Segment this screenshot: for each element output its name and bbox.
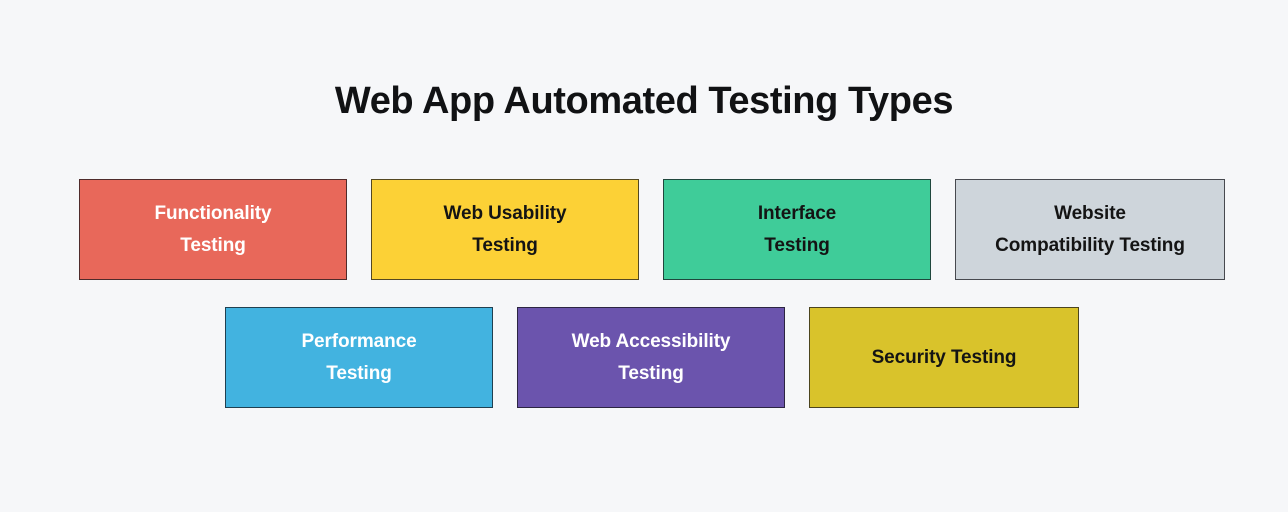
card-line-1: Web Accessibility <box>571 330 731 352</box>
card-interface-testing[interactable]: Interface Testing <box>663 179 931 280</box>
card-web-accessibility-testing[interactable]: Web Accessibility Testing <box>517 307 785 408</box>
card-label: Website Compatibility Testing <box>966 198 1214 262</box>
card-label: Security Testing <box>820 342 1068 374</box>
card-line-1: Functionality <box>154 202 272 224</box>
card-line-2: Testing <box>764 234 830 256</box>
card-line-2: Testing <box>472 234 538 256</box>
card-performance-testing[interactable]: Performance Testing <box>225 307 493 408</box>
card-line-1: Web Usability <box>443 202 567 224</box>
card-label: Performance Testing <box>236 326 482 390</box>
card-label: Interface Testing <box>674 198 920 262</box>
card-row-two: Performance Testing Web Accessibility Te… <box>0 307 1288 408</box>
card-security-testing[interactable]: Security Testing <box>809 307 1079 408</box>
card-row-one: Functionality Testing Web Usability Test… <box>0 179 1288 280</box>
card-line-2: Compatibility Testing <box>995 234 1185 256</box>
card-line-2: Testing <box>180 234 246 256</box>
card-website-compatibility-testing[interactable]: Website Compatibility Testing <box>955 179 1225 280</box>
card-line-1: Security Testing <box>871 346 1017 368</box>
card-line-2: Testing <box>326 362 392 384</box>
card-line-1: Interface <box>757 202 837 224</box>
page-title: Web App Automated Testing Types <box>334 80 954 122</box>
card-line-1: Performance <box>301 330 417 352</box>
card-line-1: Website <box>1054 202 1126 224</box>
card-label: Web Usability Testing <box>382 198 628 262</box>
card-functionality-testing[interactable]: Functionality Testing <box>79 179 347 280</box>
card-line-2: Testing <box>618 362 684 384</box>
card-label: Web Accessibility Testing <box>528 326 774 390</box>
card-web-usability-testing[interactable]: Web Usability Testing <box>371 179 639 280</box>
card-label: Functionality Testing <box>90 198 336 262</box>
